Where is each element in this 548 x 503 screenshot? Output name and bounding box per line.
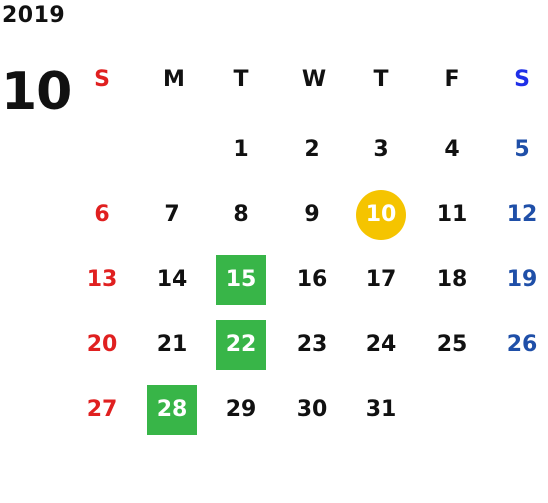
weekday-wednesday: W (301, 67, 327, 92)
weekday-tuesday: T (233, 67, 249, 92)
day-cell-25[interactable]: 25 (436, 332, 468, 357)
weekday-friday: F (444, 67, 460, 92)
year-label: 2019 (2, 3, 66, 28)
day-cell-10[interactable]: 10 (356, 190, 406, 240)
day-cell-20[interactable]: 20 (86, 332, 118, 357)
day-cell-31[interactable]: 31 (365, 397, 397, 422)
day-cell-12[interactable]: 12 (506, 202, 538, 227)
day-cell-23[interactable]: 23 (296, 332, 328, 357)
day-cell-7[interactable]: 7 (164, 202, 180, 227)
day-cell-17[interactable]: 17 (365, 267, 397, 292)
day-cell-14[interactable]: 14 (156, 267, 188, 292)
day-cell-18[interactable]: 18 (436, 267, 468, 292)
day-cell-1[interactable]: 1 (233, 137, 249, 162)
day-cell-19[interactable]: 19 (506, 267, 538, 292)
day-cell-30[interactable]: 30 (296, 397, 328, 422)
day-cell-24[interactable]: 24 (365, 332, 397, 357)
day-cell-16[interactable]: 16 (296, 267, 328, 292)
day-cell-27[interactable]: 27 (86, 397, 118, 422)
weekday-saturday: S (514, 67, 530, 92)
month-label: 10 (1, 62, 72, 122)
day-cell-11[interactable]: 11 (436, 202, 468, 227)
day-cell-2[interactable]: 2 (304, 137, 320, 162)
day-cell-8[interactable]: 8 (233, 202, 249, 227)
weekday-thursday: T (373, 67, 389, 92)
day-cell-15[interactable]: 15 (216, 255, 266, 305)
day-cell-5[interactable]: 5 (514, 137, 530, 162)
weekday-sunday: S (94, 67, 110, 92)
day-cell-26[interactable]: 26 (506, 332, 538, 357)
day-cell-4[interactable]: 4 (444, 137, 460, 162)
day-cell-29[interactable]: 29 (225, 397, 257, 422)
day-cell-3[interactable]: 3 (373, 137, 389, 162)
weekday-monday: M (163, 67, 185, 92)
day-cell-13[interactable]: 13 (86, 267, 118, 292)
day-cell-9[interactable]: 9 (304, 202, 320, 227)
day-cell-21[interactable]: 21 (156, 332, 188, 357)
day-cell-22[interactable]: 22 (216, 320, 266, 370)
day-cell-28[interactable]: 28 (147, 385, 197, 435)
day-cell-6[interactable]: 6 (94, 202, 110, 227)
